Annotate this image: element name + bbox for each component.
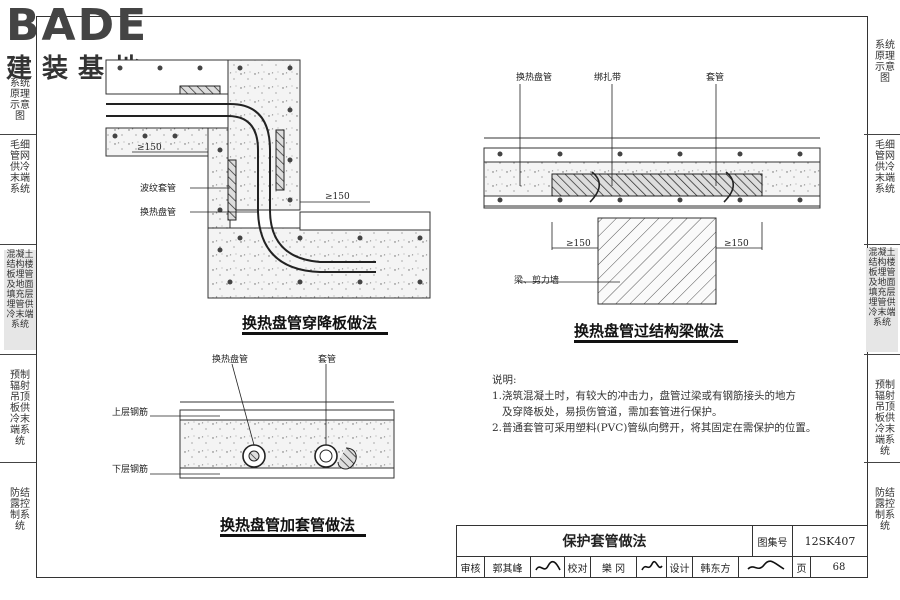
label-coil: 换热盘管: [516, 73, 553, 83]
notes-heading: 说明:: [492, 374, 517, 386]
left-sidebar-item-1[interactable]: 毛细管网供冷末端系统: [10, 140, 30, 195]
label-coil: 换热盘管: [140, 208, 177, 218]
atlas-label: 图集号: [753, 526, 793, 556]
divider: [0, 462, 36, 463]
divider: [864, 462, 900, 463]
atlas-number: 12SK407: [804, 534, 856, 548]
check-label: 校对: [565, 557, 591, 577]
designer-name: 韩东方: [693, 557, 739, 577]
slab-drop-drawing: [105, 59, 431, 299]
rebar-sleeve-drawing: [150, 363, 395, 479]
dim-label: ≥150: [137, 143, 162, 153]
divider: [220, 534, 366, 537]
divider: [574, 340, 738, 343]
dim-label: ≥150: [566, 239, 591, 249]
review-label: 审核: [457, 557, 485, 577]
label-tie: 绑扎带: [594, 73, 622, 83]
right-sidebar-item-3[interactable]: 预制辐射吊顶板供冷末端系统: [875, 380, 895, 457]
reviewer-name: 郭其峰: [485, 557, 531, 577]
label-upper-rebar: 上层钢筋: [112, 408, 149, 418]
label-beam: 梁、剪力墙: [514, 276, 560, 286]
left-sidebar-item-0[interactable]: 系统原理示意图: [10, 78, 30, 122]
label-coil: 换热盘管: [212, 355, 249, 365]
signature-icon: [746, 560, 784, 570]
page-number: 68: [832, 561, 846, 573]
notes-line: 1.浇筑混凝土时，有较大的冲击力，盘管过梁或有钢筋接头的地方: [492, 390, 797, 402]
label-sleeve: 套管: [318, 355, 337, 365]
brand-logo: BADE 建装基地: [6, 0, 176, 85]
checker-name: 樂 冈: [591, 557, 637, 577]
divider: [0, 134, 36, 135]
notes-line: 及穿降板处，易损伤管道，需加套管进行保护。: [502, 406, 723, 418]
brand-logo-text: BADE: [6, 0, 149, 51]
left-sidebar-item-label: 混凝土结构楼板埋管及地面填充层埋管供冷末端系统: [6, 250, 34, 330]
divider: [242, 332, 388, 335]
right-sidebar-item-2[interactable]: 混凝土结构楼板埋管及地面填充层埋管供冷末端系统: [866, 248, 898, 352]
left-sidebar-item-3[interactable]: 预制辐射吊顶板供冷末端系统: [10, 370, 30, 447]
label-sleeve: 波纹套管: [140, 184, 177, 194]
design-label: 设计: [667, 557, 693, 577]
label-lower-rebar: 下层钢筋: [112, 465, 149, 475]
signature-icon: [637, 557, 667, 577]
dim-label: ≥150: [325, 192, 350, 202]
dim-label: ≥150: [724, 239, 749, 249]
notes-line: 2.普通套管可采用塑料(PVC)管纵向劈开，将其固定在需保护的位置。: [492, 422, 817, 434]
drawing-title: 换热盘管穿降板做法: [242, 314, 378, 332]
drawing-title: 换热盘管加套管做法: [220, 516, 356, 534]
divider: [0, 354, 36, 355]
notes-block: 说明: 1.浇筑混凝土时，有较大的冲击力，盘管过梁或有钢筋接头的地方 及穿降板处…: [492, 372, 832, 436]
beam-crossing-drawing: [483, 84, 821, 305]
sheet-title: 保护套管做法: [457, 526, 753, 556]
drawing-title: 换热盘管过结构梁做法: [574, 322, 725, 340]
page-label: 页: [793, 557, 811, 577]
signature-icon: [739, 557, 793, 577]
label-sleeve: 套管: [706, 73, 725, 83]
divider: [864, 134, 900, 135]
right-sidebar-item-label: 混凝土结构楼板埋管及地面填充层埋管供冷末端系统: [868, 248, 896, 328]
signature-icon: [531, 557, 565, 577]
left-sidebar-item-2[interactable]: 混凝土结构楼板埋管及地面填充层埋管供冷末端系统: [4, 250, 36, 350]
signature-icon: [640, 560, 663, 571]
divider: [864, 244, 900, 245]
right-sidebar-item-4[interactable]: 防结露控制系统: [875, 488, 895, 532]
title-block: 保护套管做法 图集号 12SK407 审核 郭其峰 校对 樂 冈 设计 韩东方 …: [456, 525, 867, 577]
right-sidebar-item-0[interactable]: 系统原理示意图: [875, 40, 895, 84]
signature-icon: [534, 560, 561, 571]
divider: [864, 354, 900, 355]
right-sidebar-item-1[interactable]: 毛细管网供冷末端系统: [875, 140, 895, 195]
left-sidebar-item-4[interactable]: 防结露控制系统: [10, 488, 30, 532]
divider: [0, 244, 36, 245]
